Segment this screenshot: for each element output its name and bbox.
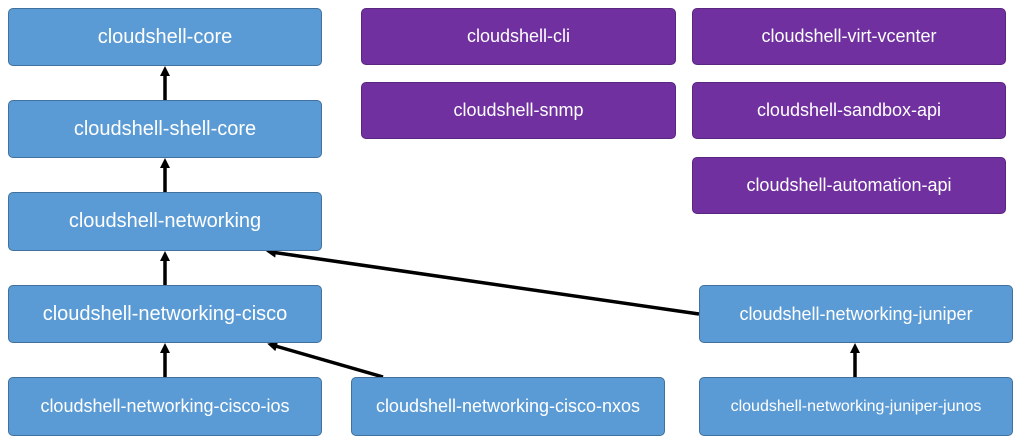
node-cloudshell-core: cloudshell-core (8, 8, 322, 66)
node-label: cloudshell-networking-cisco-nxos (375, 396, 641, 416)
node-label: cloudshell-cli (466, 26, 571, 46)
node-cloudshell-networking-juniper: cloudshell-networking-juniper (699, 285, 1013, 343)
node-label: cloudshell-virt-vcenter (761, 26, 937, 46)
node-cloudshell-snmp: cloudshell-snmp (361, 82, 676, 139)
node-label: cloudshell-shell-core (73, 117, 257, 140)
node-cloudshell-virt-vcenter: cloudshell-virt-vcenter (692, 8, 1006, 65)
node-label: cloudshell-automation-api (746, 175, 952, 195)
node-cloudshell-networking-cisco-ios: cloudshell-networking-cisco-ios (8, 377, 322, 436)
node-label: cloudshell-networking-cisco-ios (40, 396, 290, 416)
node-cloudshell-networking: cloudshell-networking (8, 192, 322, 251)
node-cloudshell-automation-api: cloudshell-automation-api (692, 157, 1006, 214)
node-label: cloudshell-networking-juniper (739, 303, 973, 324)
node-label: cloudshell-snmp (453, 100, 584, 120)
node-cloudshell-shell-core: cloudshell-shell-core (8, 100, 322, 158)
node-label: cloudshell-core (97, 25, 233, 48)
node-cloudshell-networking-cisco: cloudshell-networking-cisco (8, 285, 322, 343)
node-label: cloudshell-networking (68, 210, 262, 232)
node-cloudshell-sandbox-api: cloudshell-sandbox-api (692, 82, 1006, 139)
node-cloudshell-networking-juniper-junos: cloudshell-networking-juniper-junos (699, 377, 1013, 436)
arrow-cisco-nxos-to-cisco (267, 341, 384, 379)
node-label: cloudshell-networking-juniper-junos (730, 397, 982, 415)
arrow-juniper-to-networking (266, 247, 700, 316)
node-cloudshell-networking-cisco-nxos: cloudshell-networking-cisco-nxos (351, 377, 665, 436)
node-label: cloudshell-networking-cisco (42, 302, 288, 325)
node-label: cloudshell-sandbox-api (756, 100, 942, 120)
node-cloudshell-cli: cloudshell-cli (361, 8, 676, 65)
